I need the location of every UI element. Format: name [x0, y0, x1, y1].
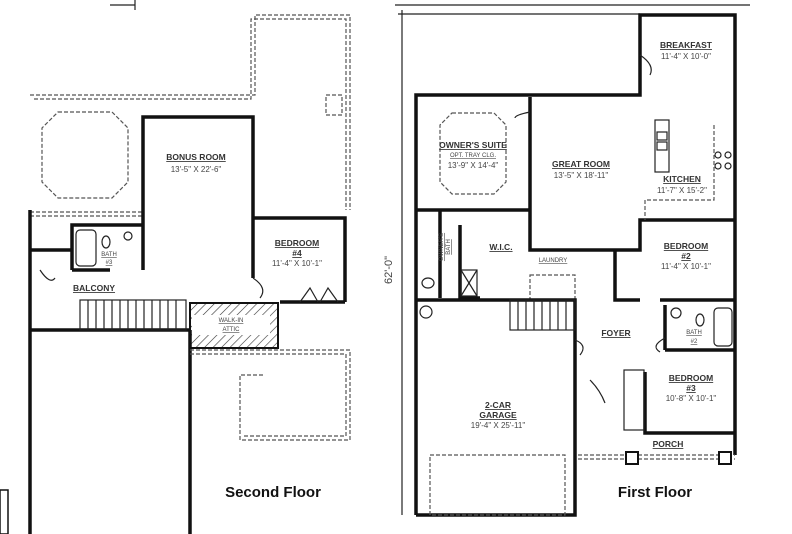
- overall-dimension-label: 62'-0": [383, 256, 395, 284]
- room-label-wic: W.I.C.: [489, 242, 512, 252]
- bonus-room-walls: [141, 115, 255, 278]
- roof-vent: [325, 94, 343, 116]
- bathtub-icon: [75, 229, 97, 267]
- room-label-bedroom4: BEDROOM: [275, 238, 319, 248]
- door-swing-icon: [655, 337, 666, 353]
- shower-icon: [460, 269, 478, 297]
- roof-outline-inner: [34, 18, 347, 210]
- shower-x: [460, 269, 478, 297]
- porch-post: [718, 451, 732, 465]
- bathtub-icon: [713, 307, 733, 347]
- lower-roof-outline: [190, 349, 351, 441]
- door-swing-icon: [39, 269, 56, 281]
- room-size-bonus-room: 13'-5" X 22'-6": [171, 165, 222, 174]
- kitchen-counter: [644, 125, 715, 220]
- room-label-bedroom2: BEDROOM: [664, 241, 708, 251]
- lower-roof-outline-inner: [190, 353, 347, 437]
- room-label-owners-suite: OWNER'S SUITE: [439, 140, 507, 150]
- room-label-foyer: FOYER: [601, 328, 630, 338]
- room-number-bath2: #2: [691, 339, 698, 345]
- kitchen-island: [654, 119, 670, 173]
- room-label-bonus-room: BONUS ROOM: [166, 152, 226, 162]
- room-size-breakfast: 11'-4" X 10'-0": [661, 52, 711, 61]
- room-label-owners-bath: OWNER'S: [439, 233, 445, 261]
- room-label-attic-2: ATTIC: [223, 327, 241, 333]
- room-size-kitchen: 11'-7" X 15'-2": [657, 186, 707, 195]
- door-swing-icon: [574, 339, 584, 356]
- room-size-bedroom2: 11'-4" X 10'-1": [661, 262, 711, 271]
- roof-outline: [30, 14, 351, 210]
- room-label-garage: 2-CAR: [485, 400, 511, 410]
- toilet-icon: [695, 313, 705, 327]
- bedroom2-closet-wall: [613, 250, 640, 302]
- toilet-icon: [421, 277, 435, 289]
- room-label-bath3: BATH: [101, 252, 117, 258]
- room-number-bedroom3: #3: [686, 383, 696, 393]
- front-door-swing-icon: [589, 379, 606, 404]
- sink-icon: [670, 307, 682, 319]
- sink-icon: [123, 231, 133, 241]
- room-label-balcony: BALCONY: [73, 283, 115, 293]
- bath3-walls: [70, 223, 143, 270]
- stairs: [79, 299, 187, 331]
- attic-label-bg: [192, 315, 270, 335]
- room-number-bath3: #3: [106, 260, 113, 266]
- room-label-kitchen: KITCHEN: [663, 174, 701, 184]
- range-icon: [714, 151, 732, 170]
- first-floor-plan: 62'-0": [383, 4, 750, 517]
- room-label-great-room: GREAT ROOM: [552, 159, 610, 169]
- water-heater-icon: [419, 305, 433, 319]
- closet-doors-icon: [299, 286, 339, 303]
- stairs: [509, 299, 576, 331]
- laundry-appliances: [529, 274, 576, 301]
- room-label-breakfast: BREAKFAST: [660, 40, 713, 50]
- toilet-icon: [101, 235, 111, 249]
- tray-ceiling-below: [41, 111, 129, 199]
- room-label-owners-bath-2: BATH: [446, 239, 452, 255]
- room-size-bedroom4: 11'-4" X 10'-1": [272, 259, 322, 268]
- room-label-bedroom3: BEDROOM: [669, 373, 713, 383]
- wic-walls: [458, 225, 480, 300]
- door-swing-icon: [639, 54, 652, 76]
- tray-ceiling: [439, 112, 507, 195]
- room-label-laundry: LAUNDRY: [539, 258, 568, 264]
- room-label-bath2: BATH: [686, 330, 702, 336]
- bedroom4-walls: [253, 216, 347, 302]
- room-size-bedroom3: 10'-8" X 10'-1": [666, 394, 717, 403]
- door-swing-icon: [514, 111, 531, 119]
- room-note-owners-suite: OPT. TRAY CLG.: [450, 153, 496, 159]
- room-label-porch: PORCH: [653, 439, 684, 449]
- sink-icon: [656, 141, 668, 151]
- porch-post: [625, 451, 639, 465]
- edge-fragment: [0, 489, 9, 534]
- second-floor-title: Second Floor: [225, 484, 321, 501]
- coat-closet: [623, 369, 645, 431]
- door-swing-icon: [252, 277, 264, 299]
- room-number-bedroom2: #2: [681, 251, 691, 261]
- room-label-garage-2: GARAGE: [479, 410, 517, 420]
- second-floor-plan: BONUS ROOM 13'-5" X 22'-6" BEDROOM #4 11…: [0, 0, 351, 534]
- great-room-walls: [528, 97, 735, 252]
- room-label-attic: WALK-IN: [219, 318, 244, 324]
- bedroom3-walls: [643, 372, 735, 435]
- first-floor-title: First Floor: [618, 484, 692, 501]
- room-size-owners-suite: 13'-9" X 14'-4": [448, 161, 499, 170]
- room-size-garage: 19'-4" X 25'-11": [471, 421, 526, 430]
- room-size-great-room: 13'-5" X 18'-11": [554, 171, 609, 180]
- garage-door-outline: [429, 454, 566, 516]
- sink-icon: [656, 131, 668, 141]
- room-number-bedroom4: #4: [292, 248, 302, 258]
